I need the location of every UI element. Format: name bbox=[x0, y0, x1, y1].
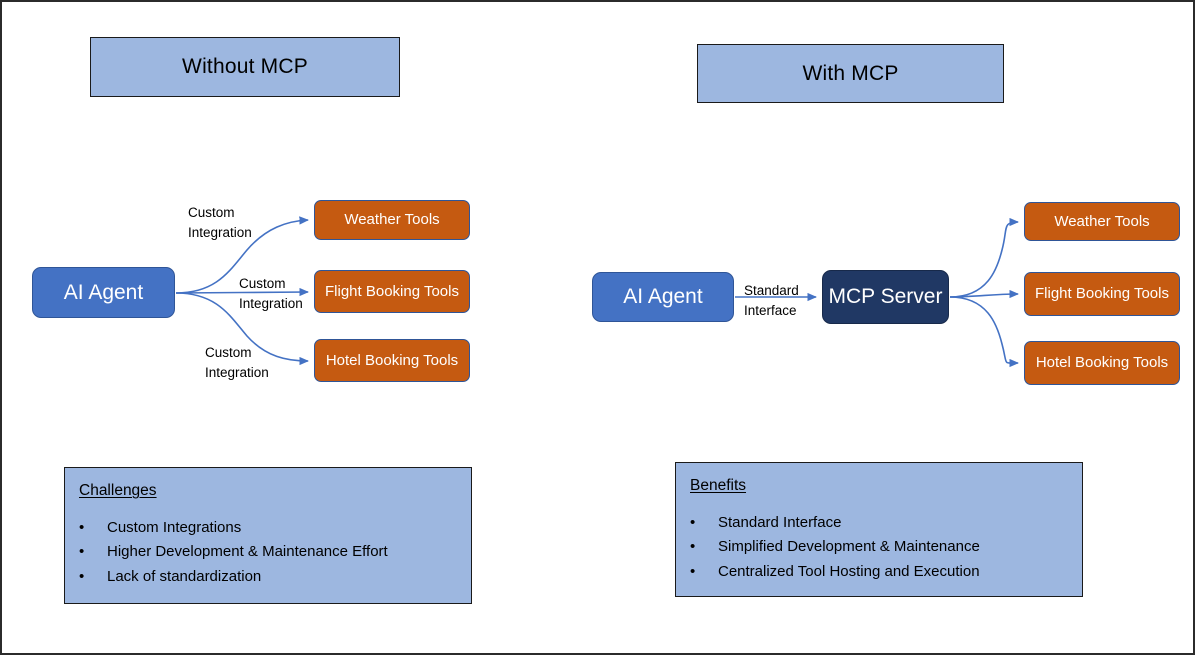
list-item-label: Custom Integrations bbox=[107, 519, 242, 536]
node-mcp-server: MCP Server bbox=[822, 270, 949, 324]
bullet-icon: • bbox=[79, 519, 85, 536]
panel-challenges: Challenges • Custom Integrations • Highe… bbox=[64, 467, 472, 604]
node-flight-booking-tools-right: Flight Booking Tools bbox=[1024, 272, 1180, 316]
section-header-without-mcp: Without MCP bbox=[90, 37, 400, 97]
node-hotel-booking-tools-right: Hotel Booking Tools bbox=[1024, 341, 1180, 385]
edge-label-custom-integration-weather: Custom Integration bbox=[188, 205, 252, 240]
section-header-with-mcp-label: With MCP bbox=[802, 61, 899, 85]
list-item: • Higher Development & Maintenance Effor… bbox=[79, 540, 471, 564]
bullet-icon: • bbox=[79, 543, 85, 561]
panel-benefits-title: Benefits bbox=[690, 477, 747, 494]
node-ai-agent-right-label: AI Agent bbox=[623, 285, 703, 309]
node-flight-booking-tools-right-label: Flight Booking Tools bbox=[1035, 285, 1169, 303]
node-mcp-server-label: MCP Server bbox=[828, 285, 943, 309]
node-ai-agent-left: AI Agent bbox=[32, 267, 175, 318]
panel-challenges-title: Challenges bbox=[79, 482, 157, 499]
bullet-icon: • bbox=[690, 562, 696, 580]
node-flight-booking-tools-left-label: Flight Booking Tools bbox=[325, 282, 459, 300]
list-item: • Custom Integrations bbox=[79, 516, 471, 540]
list-item: • Lack of standardization bbox=[79, 565, 471, 589]
node-weather-tools-left: Weather Tools bbox=[314, 200, 470, 240]
node-hotel-booking-tools-right-label: Hotel Booking Tools bbox=[1035, 354, 1169, 372]
node-ai-agent-left-label: AI Agent bbox=[63, 280, 144, 304]
list-item: • Centralized Tool Hosting and Execution bbox=[690, 560, 1082, 584]
node-flight-booking-tools-left: Flight Booking Tools bbox=[314, 270, 470, 313]
node-hotel-booking-tools-left: Hotel Booking Tools bbox=[314, 339, 470, 382]
edge-label-standard-interface: Standard Interface bbox=[744, 283, 799, 318]
bullet-icon: • bbox=[79, 567, 85, 585]
list-item-label: Standard Interface bbox=[718, 514, 842, 531]
edge-label-custom-integration-hotel: Custom Integration bbox=[205, 345, 269, 380]
section-header-with-mcp: With MCP bbox=[697, 44, 1004, 103]
arrow-server-to-hotel bbox=[949, 296, 1019, 368]
node-weather-tools-left-label: Weather Tools bbox=[344, 211, 440, 229]
node-weather-tools-right: Weather Tools bbox=[1024, 202, 1180, 241]
panel-challenges-list: • Custom Integrations • Higher Developme… bbox=[79, 516, 471, 589]
bullet-icon: • bbox=[690, 514, 696, 531]
section-header-without-mcp-label: Without MCP bbox=[182, 55, 308, 78]
node-weather-tools-right-label: Weather Tools bbox=[1054, 212, 1150, 230]
list-item-label: Centralized Tool Hosting and Execution bbox=[718, 562, 980, 580]
node-ai-agent-right: AI Agent bbox=[592, 272, 734, 322]
list-item-label: Lack of standardization bbox=[107, 567, 262, 585]
bullet-icon: • bbox=[690, 538, 696, 556]
arrow-server-to-flight bbox=[949, 289, 1019, 299]
list-item: • Simplified Development & Maintenance bbox=[690, 535, 1082, 559]
arrow-server-to-weather bbox=[949, 217, 1019, 298]
edge-label-custom-integration-flight: Custom Integration bbox=[239, 276, 303, 311]
panel-benefits: Benefits • Standard Interface • Simplifi… bbox=[675, 462, 1083, 597]
list-item-label: Simplified Development & Maintenance bbox=[718, 538, 980, 556]
node-hotel-booking-tools-left-label: Hotel Booking Tools bbox=[325, 351, 459, 369]
list-item: • Standard Interface bbox=[690, 511, 1082, 535]
list-item-label: Higher Development & Maintenance Effort bbox=[107, 543, 388, 561]
panel-benefits-list: • Standard Interface • Simplified Develo… bbox=[690, 511, 1082, 584]
